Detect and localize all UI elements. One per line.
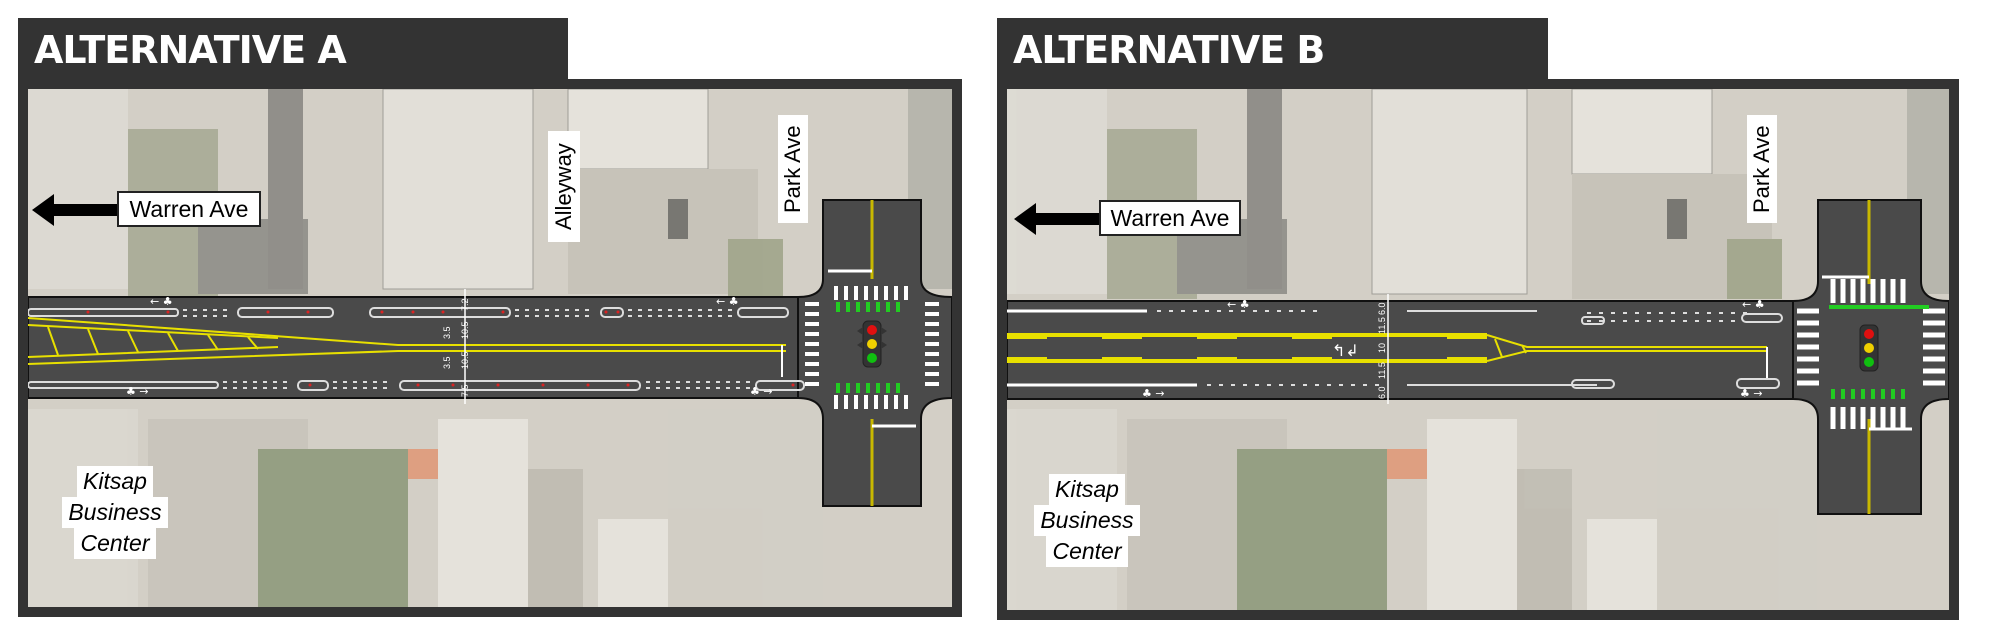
label-line: Business: [62, 497, 168, 528]
turn-arrows-icon: ↰↲: [1332, 343, 1359, 360]
label-line: Business: [1034, 505, 1140, 536]
svg-text:♣ →: ♣ →: [1142, 387, 1165, 400]
painted-median: [28, 317, 786, 365]
separated-bike-lane-buffers: [1407, 310, 1783, 389]
bike-arrows: ← ♣ ← ♣ ♣ → ♣ →: [1142, 298, 1765, 400]
label-line: Kitsap: [77, 466, 153, 497]
dim-label: 7.2: [460, 298, 470, 311]
lane-dimensions: 6.0 11.5 10 11.5 6.0: [1377, 302, 1387, 399]
svg-text:← ♣: ← ♣: [150, 295, 173, 308]
kitsap-business-center-label: Kitsap Business Center: [1032, 474, 1142, 567]
two-way-left-turn-lane: [1007, 333, 1768, 379]
aerial-buildings: [1007, 89, 1949, 610]
separated-bike-lane-buffers: [28, 307, 805, 391]
arrow-left-icon: [1014, 203, 1104, 235]
svg-text:← ♣: ← ♣: [716, 295, 739, 308]
svg-text:← ♣: ← ♣: [1227, 298, 1250, 311]
roadway-plan: ↰↲ ← ♣← ♣ ♣ →♣ → 6.0 11.5 1: [1007, 89, 1949, 610]
dim-label: 10: [1377, 343, 1387, 353]
median-dashes: [1007, 333, 1487, 363]
warren-ave-label: Warren Ave: [1099, 200, 1241, 236]
svg-text:♣ →: ♣ →: [126, 385, 149, 398]
traffic-signal-icon: [1859, 324, 1879, 372]
bike-arrows: ← ♣ ← ♣ ♣ → ♣ →: [126, 295, 773, 398]
label-line: Center: [1046, 536, 1128, 567]
label-line: Kitsap: [1049, 474, 1125, 505]
dim-label: 3.5: [442, 326, 452, 339]
aerial-buildings: [28, 89, 952, 607]
lane-dashes: [183, 309, 751, 389]
bike-lane-lines: [1007, 309, 1197, 387]
panel-title: ALTERNATIVE B: [997, 18, 1548, 82]
kitsap-business-center-label: Kitsap Business Center: [60, 466, 170, 559]
aerial-map: ↰↲ ← ♣← ♣ ♣ →♣ → 6.0 11.5 1: [1007, 89, 1949, 610]
panel-title: ALTERNATIVE A: [18, 18, 568, 82]
warren-ave-label: Warren Ave: [117, 191, 261, 227]
dim-label: 11.5: [1377, 362, 1387, 379]
lane-dimensions: 7.2 3.5 10.5 3.5 10.5 7.5: [442, 298, 470, 397]
label-line: Center: [74, 528, 156, 559]
roadway-plan: ← ♣ ← ♣ ♣ → ♣ → 7.2 3.5 10.5 3.5 10.5 7.5: [28, 89, 952, 607]
park-ave-label: Park Ave: [778, 115, 808, 223]
crosswalks: [805, 286, 939, 409]
arrow-left-icon: [32, 194, 122, 226]
dim-label: 10.5: [460, 351, 470, 369]
dim-label: 3.5: [442, 356, 452, 369]
dim-label: 10.5: [460, 321, 470, 339]
dim-label: 6.0: [1377, 302, 1387, 315]
dim-label: 11.5: [1377, 317, 1387, 334]
svg-text:♣ →: ♣ →: [1740, 387, 1763, 400]
dim-label: 7.5: [460, 384, 470, 397]
traffic-signal-icon: [857, 320, 887, 368]
crosswalks: [1797, 279, 1945, 429]
svg-text:♣ →: ♣ →: [750, 385, 773, 398]
alleyway-label: Alleyway: [548, 131, 580, 242]
bollards: [86, 310, 795, 387]
park-ave-label: Park Ave: [1747, 115, 1777, 223]
dim-label: 6.0: [1377, 386, 1387, 399]
svg-text:← ♣: ← ♣: [1742, 298, 1765, 311]
